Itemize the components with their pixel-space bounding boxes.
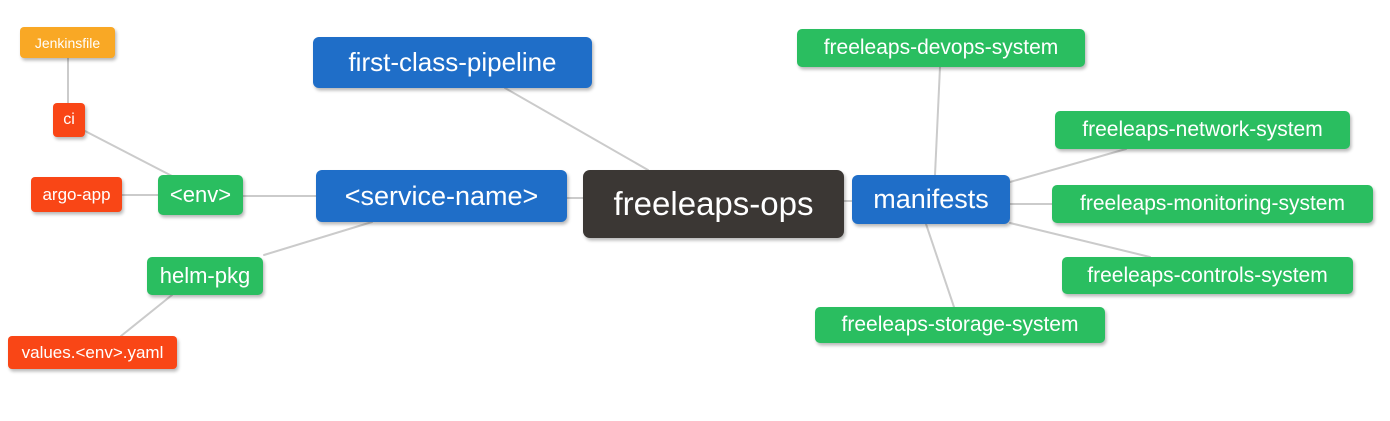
node-first-class-pipeline[interactable]: first-class-pipeline bbox=[313, 37, 592, 88]
node-freeleaps-monitoring-system[interactable]: freeleaps-monitoring-system bbox=[1052, 185, 1373, 223]
node-freeleaps-storage-system[interactable]: freeleaps-storage-system bbox=[815, 307, 1105, 343]
node-env[interactable]: <env> bbox=[158, 175, 243, 215]
node-freeleaps-ops-root[interactable]: freeleaps-ops bbox=[583, 170, 844, 238]
node-manifests[interactable]: manifests bbox=[852, 175, 1010, 224]
edge-manifests-network-system bbox=[1009, 148, 1127, 183]
node-ci[interactable]: ci bbox=[53, 103, 85, 137]
edge-values-env-yaml-helm-pkg bbox=[120, 294, 173, 337]
edge-first-class-pipeline-freeleaps-ops bbox=[504, 87, 649, 171]
node-freeleaps-controls-system[interactable]: freeleaps-controls-system bbox=[1062, 257, 1353, 294]
node-jenkinsfile[interactable]: Jenkinsfile bbox=[20, 27, 115, 58]
edge-manifests-devops-system bbox=[934, 66, 941, 176]
edge-manifests-controls-system bbox=[1009, 222, 1151, 258]
node-helm-pkg[interactable]: helm-pkg bbox=[147, 257, 263, 295]
node-freeleaps-devops-system[interactable]: freeleaps-devops-system bbox=[797, 29, 1085, 67]
node-service-name[interactable]: <service-name> bbox=[316, 170, 567, 222]
node-freeleaps-network-system[interactable]: freeleaps-network-system bbox=[1055, 111, 1350, 149]
node-argo-app[interactable]: argo-app bbox=[31, 177, 122, 212]
edge-ci-env bbox=[84, 130, 173, 177]
edge-helm-pkg-service-name bbox=[263, 221, 373, 256]
edge-manifests-storage-system bbox=[925, 223, 955, 308]
node-values-env-yaml[interactable]: values.<env>.yaml bbox=[8, 336, 177, 369]
